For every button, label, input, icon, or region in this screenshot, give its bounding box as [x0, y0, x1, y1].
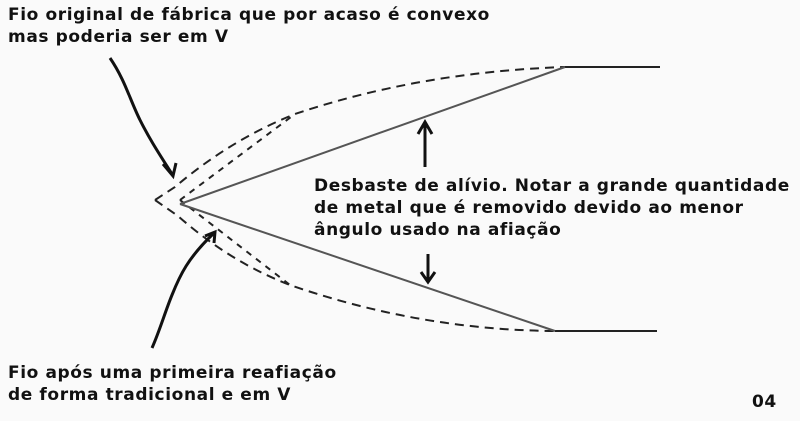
original-convex-profile-top [154, 66, 566, 201]
original-edge-label-line-1: Fio original de fábrica que por acaso é … [8, 5, 490, 25]
relief-grind-label-line-3: ângulo usado na afiação [314, 220, 562, 240]
arrowhead-up-icon [416, 119, 434, 135]
original-edge-label-line-2: mas poderia ser em V [8, 27, 229, 47]
arrow-to-original-edge [108, 57, 174, 175]
arrowhead-down-icon [419, 271, 437, 285]
arrowhead-original-edge-icon [161, 162, 178, 180]
resharpened-edge-label-line-1: Fio após uma primeira reafiação [8, 363, 337, 383]
original-edge-label: Fio original de fábrica que por acaso é … [8, 4, 490, 48]
relief-grind-label-line-1: Desbaste de alívio. Notar a grande quant… [314, 176, 790, 196]
arrowhead-resharpened-edge-icon [204, 229, 217, 244]
figure-number: 04 [752, 392, 777, 412]
resharpened-edge-label: Fio após uma primeira reafiação de forma… [8, 362, 337, 406]
resharpened-edge-label-line-2: de forma tradicional e em V [8, 385, 292, 405]
arrow-to-resharpened-edge [150, 232, 215, 349]
relief-grind-label-line-2: de metal que é removido devido ao menor [314, 198, 744, 218]
relief-grind-top [179, 66, 566, 205]
relief-grind-label: Desbaste de alívio. Notar a grande quant… [314, 175, 790, 241]
v-resharpen-profile-top [179, 113, 296, 201]
relief-grind-bottom [179, 203, 556, 332]
v-resharpen-profile-bottom [179, 199, 291, 286]
